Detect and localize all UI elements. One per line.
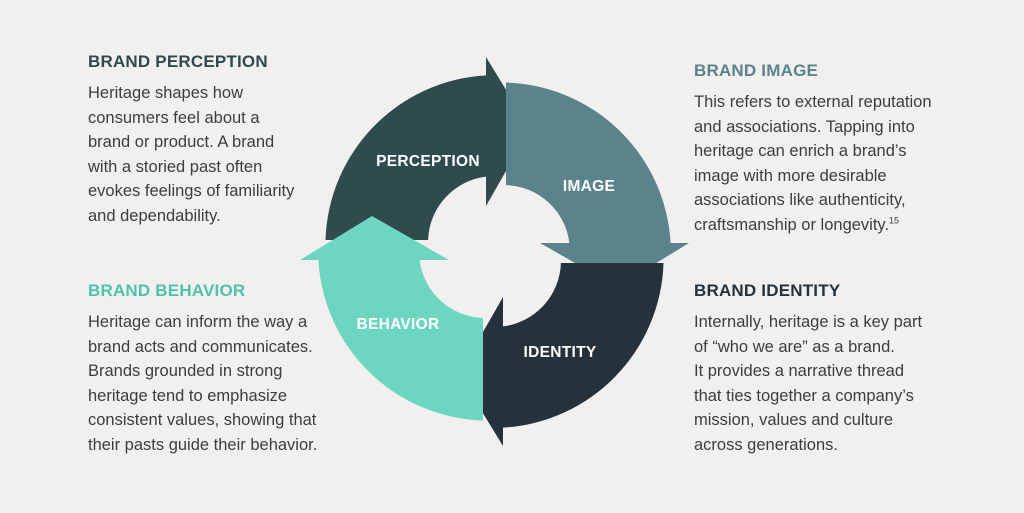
text-line: and associations. Tapping into	[694, 117, 915, 136]
text-line: brand or product. A brand	[88, 133, 275, 151]
text-line: that ties together a company’s	[694, 386, 914, 405]
text-line: with a storied past often	[88, 157, 263, 176]
text-line: It provides a narrative thread	[694, 362, 905, 380]
brand-identity-text: Internally, heritage is a key part of “w…	[694, 310, 974, 457]
text-line: heritage tend to emphasize	[88, 386, 288, 405]
brand-image-text: This refers to external reputation and a…	[694, 90, 974, 237]
behavior-label: BEHAVIOR	[356, 316, 439, 333]
perception-label: PERCEPTION	[376, 153, 480, 170]
text-line: Heritage shapes how	[88, 84, 244, 102]
brand-perception-block: BRAND PERCEPTION Heritage shapes how con…	[88, 52, 358, 228]
text-line: across generations.	[694, 435, 838, 454]
identity-label: IDENTITY	[523, 344, 596, 361]
text-line: craftsmanship or longevity.	[694, 215, 890, 234]
behavior-arrow	[300, 216, 483, 421]
image-arrow	[506, 82, 689, 287]
text-line: heritage can enrich a brand’s	[694, 142, 907, 160]
brand-behavior-heading: BRAND BEHAVIOR	[88, 281, 246, 300]
brand-identity-block: BRAND IDENTITY Internally, heritage is a…	[694, 281, 974, 457]
brand-perception-heading: BRAND PERCEPTION	[88, 52, 268, 71]
image-label: IMAGE	[563, 178, 615, 195]
footnote-marker: 15	[889, 215, 900, 225]
text-line: consistent values, showing that	[88, 411, 317, 429]
perception-arrow	[325, 57, 530, 240]
text-line: Internally, heritage is a key part	[694, 313, 923, 331]
brand-identity-heading: BRAND IDENTITY	[694, 281, 841, 300]
brand-image-block: BRAND IMAGE This refers to external repu…	[694, 61, 974, 237]
text-line: This refers to external reputation	[694, 93, 932, 111]
text-line: and dependability.	[88, 206, 221, 225]
text-line: of “who we are” as a brand.	[694, 337, 895, 356]
text-line: consumers feel about a	[88, 108, 260, 127]
brand-image-heading: BRAND IMAGE	[694, 61, 819, 80]
text-line: mission, values and culture	[694, 411, 894, 429]
text-line: their pasts guide their behavior.	[88, 435, 318, 454]
text-line: associations like authenticity,	[694, 191, 906, 209]
brand-behavior-block: BRAND BEHAVIOR Heritage can inform the w…	[88, 281, 358, 457]
text-line: brand acts and communicates.	[88, 337, 313, 356]
text-line: image with more desirable	[694, 166, 887, 185]
text-line: Heritage can inform the way a	[88, 313, 308, 331]
brand-behavior-text: Heritage can inform the way a brand acts…	[88, 310, 358, 457]
text-line: Brands grounded in strong	[88, 362, 283, 380]
brand-perception-text: Heritage shapes how consumers feel about…	[88, 81, 358, 228]
identity-arrow	[459, 263, 664, 446]
text-line: evokes feelings of familiarity	[88, 182, 295, 200]
